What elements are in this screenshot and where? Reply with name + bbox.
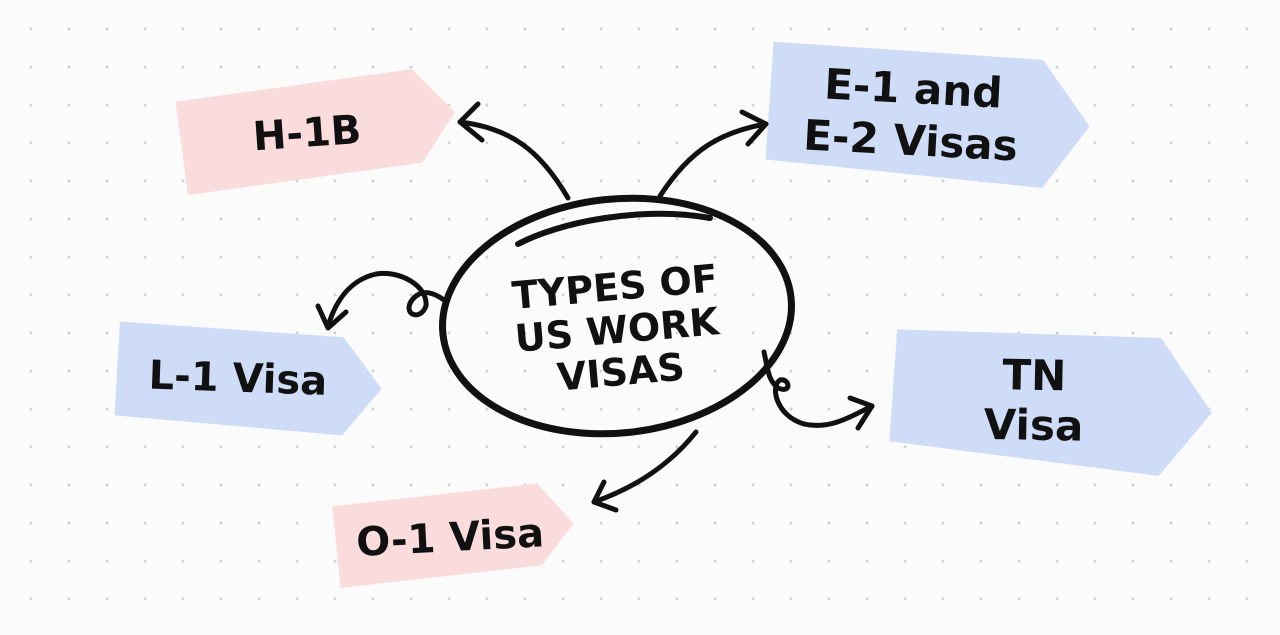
node-h1b-label: H-1B bbox=[251, 107, 362, 160]
connector-l1-arrowhead bbox=[315, 303, 349, 331]
connector-tn-arrowhead bbox=[847, 395, 875, 431]
node-tn-tag bbox=[889, 329, 1212, 476]
node-o1: O-1 Visa bbox=[332, 483, 574, 588]
node-h1b-tag bbox=[175, 69, 455, 196]
connector-e1e2-arrowhead bbox=[739, 109, 769, 147]
connector-tn-curve bbox=[761, 349, 875, 428]
node-e1e2-label-line1: E-1 and bbox=[823, 59, 1004, 117]
connector-o1-arrowhead bbox=[591, 479, 619, 513]
connector-to-l1 bbox=[315, 270, 447, 331]
node-l1-label: L-1 Visa bbox=[148, 353, 328, 405]
connector-to-h1b bbox=[457, 101, 571, 201]
connector-e1e2-curve bbox=[657, 121, 769, 199]
node-tn-label-line2: Visa bbox=[983, 400, 1083, 451]
central-ellipse-outline bbox=[439, 194, 795, 438]
node-e1e2: E-1 and E-2 Visas bbox=[765, 41, 1090, 188]
node-l1-tag bbox=[114, 321, 382, 436]
central-ellipse-scribble-loop bbox=[515, 210, 713, 247]
node-tn-label-line1: TN bbox=[1002, 350, 1067, 400]
connector-l1-curve bbox=[325, 270, 447, 329]
node-e1e2-label-line2: E-2 Visas bbox=[802, 110, 1019, 170]
connector-h1b-curve bbox=[457, 119, 571, 201]
connector-o1-curve bbox=[591, 429, 699, 505]
central-topic: TYPES OF US WORK VISAS bbox=[439, 194, 795, 438]
connector-h1b-arrowhead bbox=[457, 101, 485, 143]
node-h1b: H-1B bbox=[175, 69, 455, 196]
node-tn: TN Visa bbox=[889, 329, 1212, 476]
node-e1e2-tag bbox=[765, 41, 1090, 188]
connector-to-tn bbox=[761, 349, 875, 431]
node-l1: L-1 Visa bbox=[114, 321, 382, 436]
connector-to-e1e2 bbox=[657, 109, 769, 199]
node-o1-tag bbox=[332, 483, 574, 588]
connector-to-o1 bbox=[591, 429, 699, 513]
node-o1-label: O-1 Visa bbox=[355, 510, 545, 566]
